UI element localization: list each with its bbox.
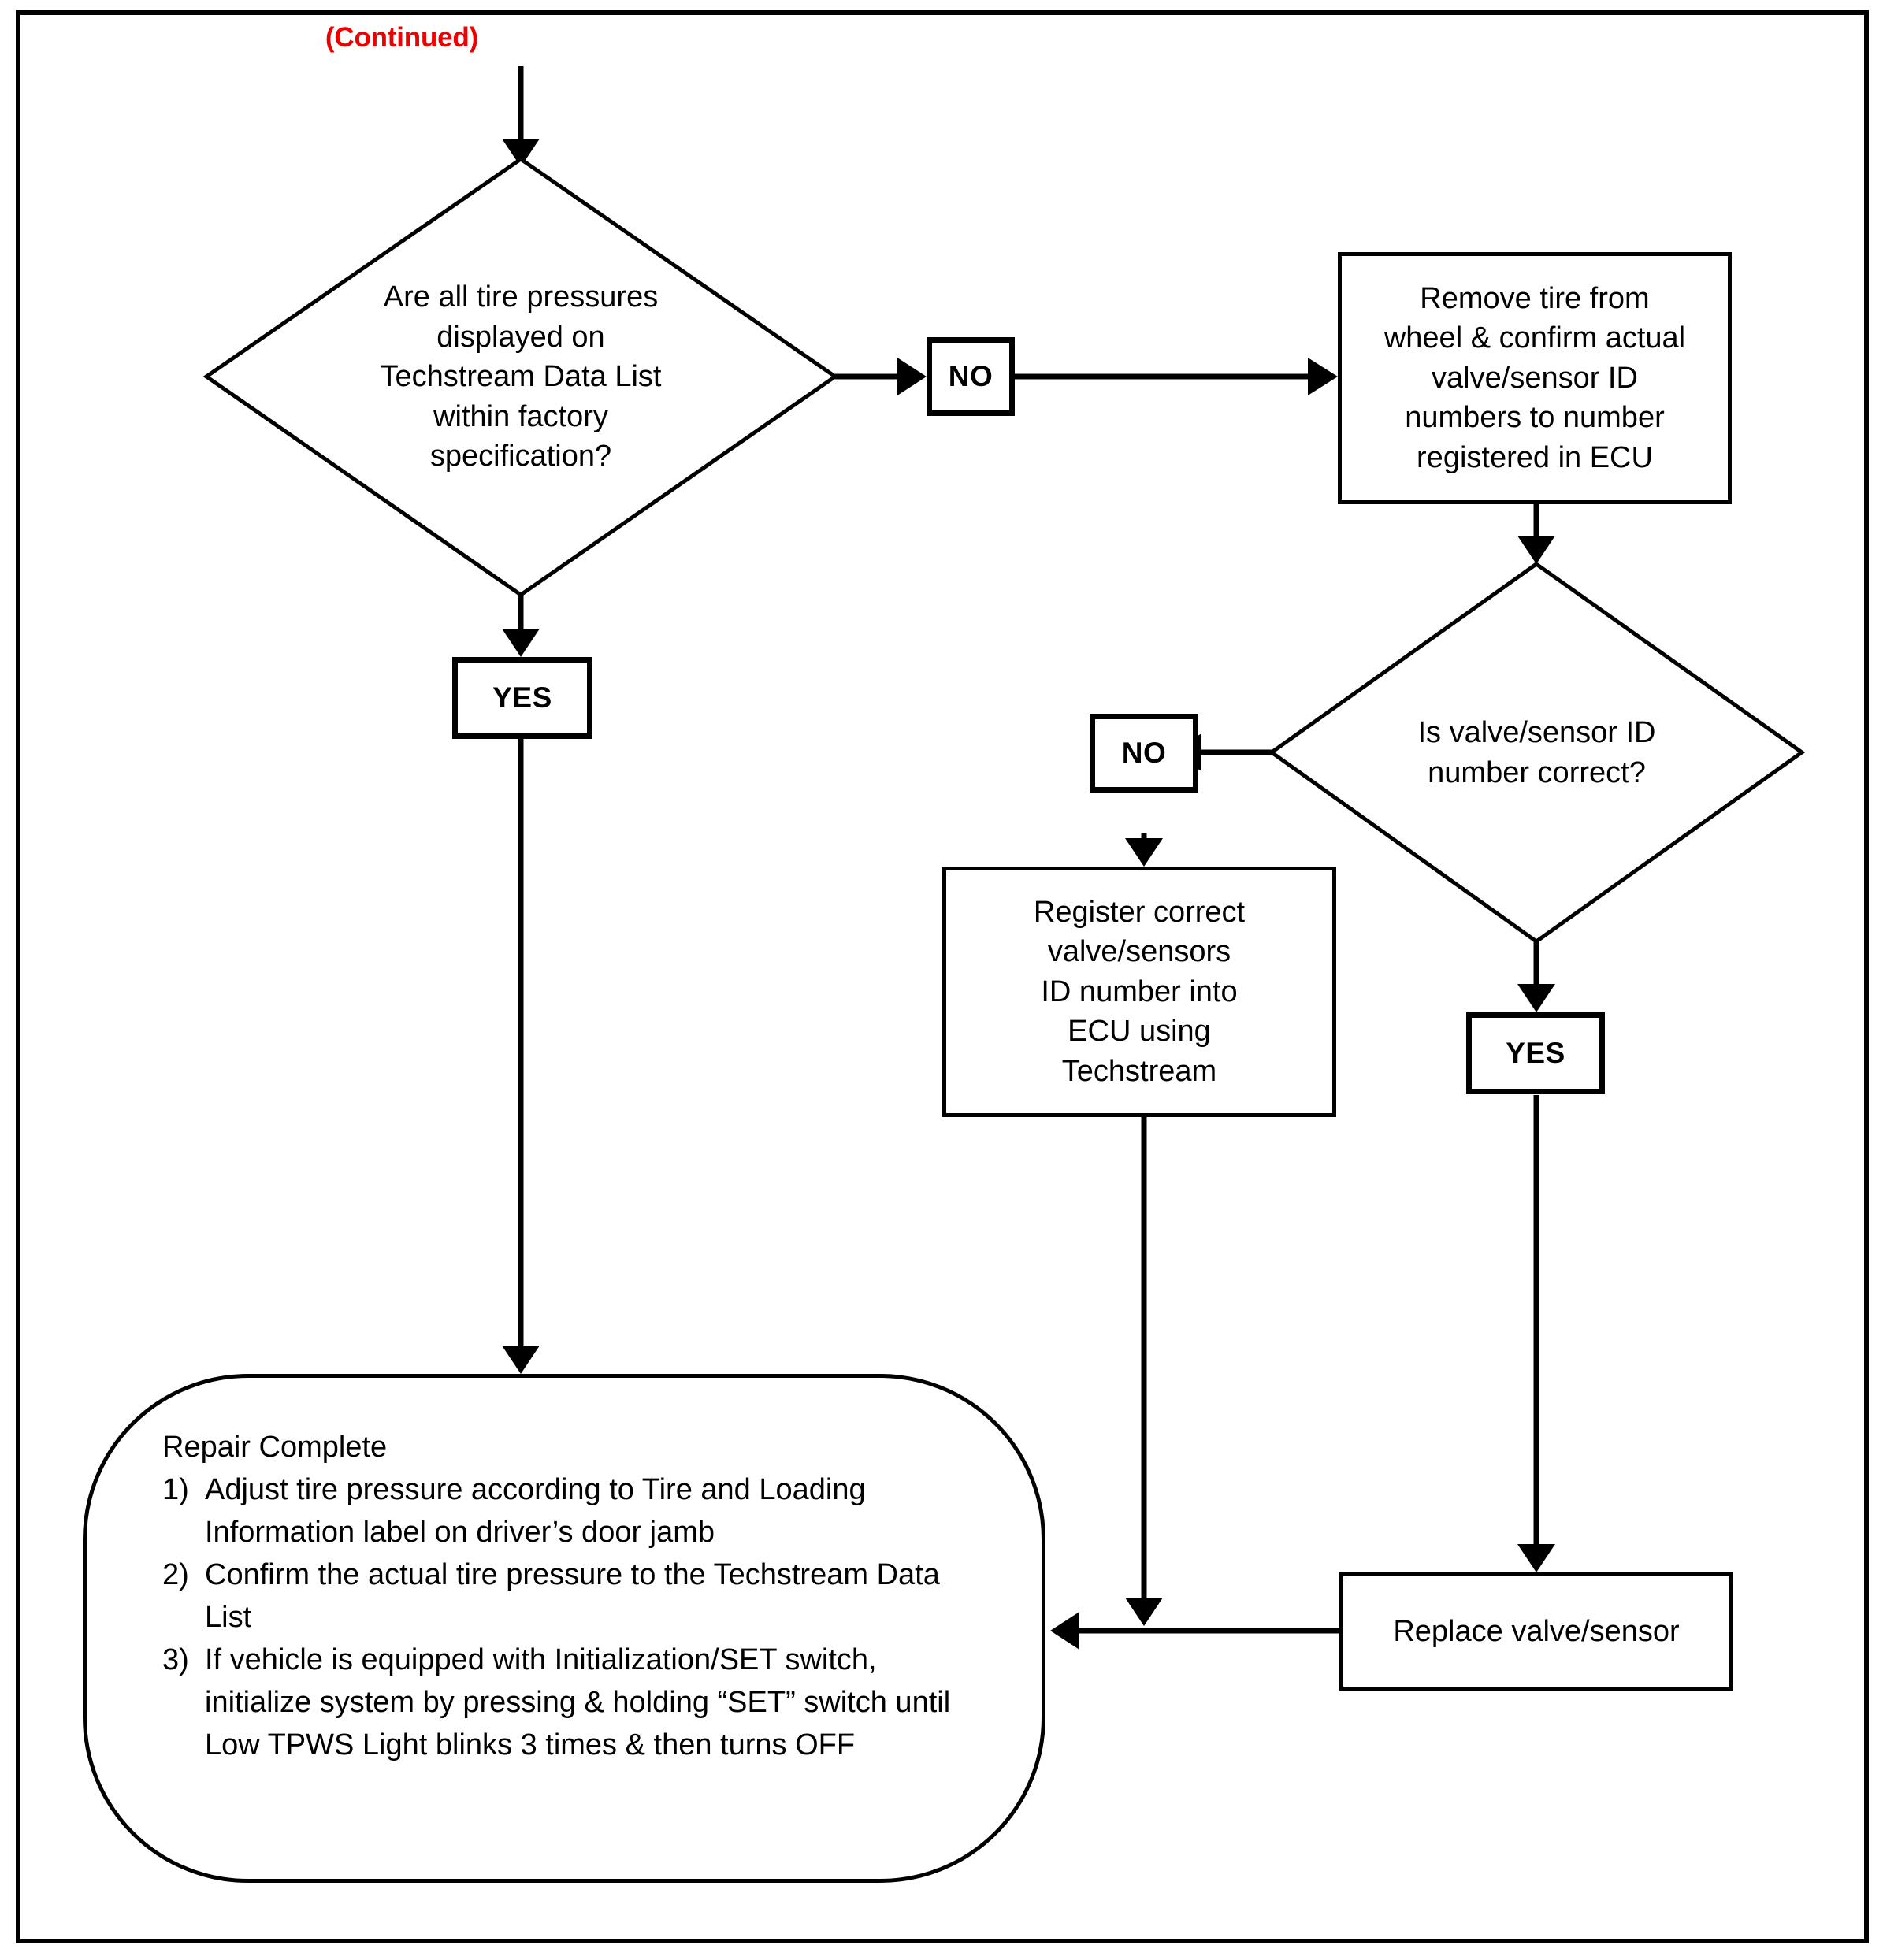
process-replace-valve: Replace valve/sensor: [1339, 1572, 1733, 1691]
text-line: ID number into: [1041, 974, 1238, 1008]
process-register-valve-label: Register correct valve/sensors ID number i…: [1034, 893, 1245, 1092]
text-line: displayed on: [436, 320, 605, 354]
repair-complete-step-text: Confirm the actual tire pressure to the …: [205, 1557, 940, 1634]
repair-complete-step-text: If vehicle is equipped with Initializati…: [205, 1643, 951, 1761]
text-line: specification?: [429, 440, 612, 473]
decision-tire-pressure: Are all tire pressures displayed on Techst…: [206, 159, 835, 595]
text-line: valve/sensor ID: [1432, 361, 1638, 395]
repair-complete-step-number: 2): [162, 1557, 189, 1591]
text-line: registered in ECU: [1417, 440, 1653, 474]
repair-complete-heading: Repair Complete: [162, 1431, 388, 1464]
repair-complete-step: 1) Adjust tire pressure according to Tire…: [162, 1469, 974, 1554]
branch-label-yes-2: YES: [1466, 1012, 1605, 1094]
text-line: numbers to number: [1405, 401, 1665, 435]
continued-label: (Continued): [325, 22, 479, 53]
process-replace-valve-label: Replace valve/sensor: [1393, 1612, 1679, 1652]
text-line: Are all tire pressures: [383, 280, 659, 314]
text-line: Techstream Data List: [380, 360, 662, 394]
text-line: wheel & confirm actual: [1383, 321, 1686, 355]
process-remove-tire: Remove tire from wheel & confirm actual va…: [1338, 252, 1732, 504]
repair-complete-step: 3) If vehicle is equipped with Initializa…: [162, 1639, 974, 1767]
process-remove-tire-label: Remove tire from wheel & confirm actual va…: [1384, 279, 1685, 478]
repair-complete-step-number: 1): [162, 1472, 189, 1506]
process-register-valve: Register correct valve/sensors ID number i…: [942, 867, 1336, 1117]
branch-label-yes-1: YES: [452, 657, 592, 739]
repair-complete-step-number: 3): [162, 1643, 189, 1676]
repair-complete-step-text: Adjust tire pressure according to Tire a…: [205, 1472, 866, 1549]
decision-valve-id: Is valve/sensor ID number correct?: [1272, 564, 1802, 941]
text-line: Replace valve/sensor: [1393, 1614, 1680, 1648]
text-line: ECU using: [1068, 1015, 1211, 1049]
repair-complete-step: 2) Confirm the actual tire pressure to th…: [162, 1554, 974, 1639]
repair-complete-content: Repair Complete 1) Adjust tire pressure a…: [162, 1427, 974, 1767]
text-line: Register correct: [1033, 895, 1246, 929]
decision-valve-id-label: Is valve/sensor ID number correct?: [1272, 564, 1802, 941]
text-line: Remove tire from: [1420, 281, 1650, 315]
branch-label-no-1: NO: [927, 337, 1015, 416]
repair-complete-steps: 1) Adjust tire pressure according to Tire…: [162, 1469, 974, 1767]
text-line: Techstream: [1061, 1054, 1217, 1088]
text-line: valve/sensors: [1047, 935, 1231, 969]
text-line: within factory: [433, 399, 608, 433]
decision-tire-pressure-label: Are all tire pressures displayed on Techst…: [206, 159, 835, 595]
terminator-repair-complete: Repair Complete 1) Adjust tire pressure a…: [83, 1374, 1045, 1883]
branch-label-no-2: NO: [1090, 714, 1198, 793]
text-line: number correct?: [1428, 755, 1646, 789]
text-line: Is valve/sensor ID: [1417, 715, 1656, 749]
